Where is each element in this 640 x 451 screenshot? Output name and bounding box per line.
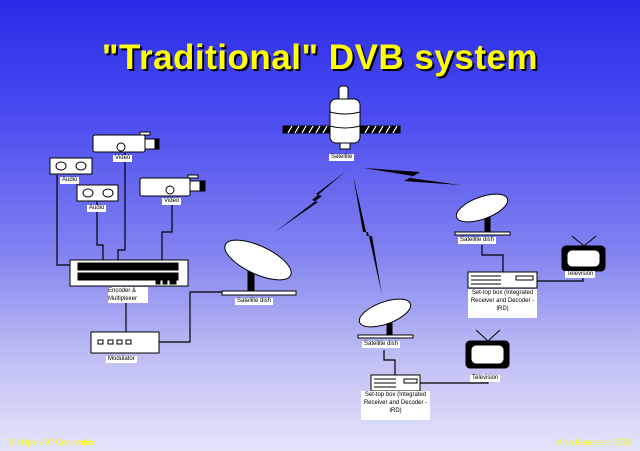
audio-label: Audio — [60, 177, 80, 184]
satellite-dish-label: Satellite dish — [235, 298, 274, 305]
signal-bolts — [275, 168, 460, 295]
footer-event: EurOpen '97 Convention — [9, 438, 97, 447]
footer-author: Alan Kuresevic, SES — [557, 438, 631, 447]
modulator-label: Modulator — [106, 356, 137, 363]
set-top-box-icon — [370, 374, 421, 392]
modulator-icon — [90, 331, 160, 354]
set-top-box-label: Set-top box (Integrated Receiver and Dec… — [468, 289, 537, 318]
signal-bolt-down — [353, 175, 382, 295]
television-icon — [561, 235, 606, 272]
television-label: Television — [470, 375, 501, 382]
satellite-dish-label: Satellite dish — [362, 341, 401, 348]
video-label: Video — [162, 198, 182, 205]
set-top-box-icon — [467, 271, 538, 289]
encoder-multiplexer-icon — [69, 259, 189, 287]
satellite-label: Satellite — [329, 154, 355, 161]
television-icon — [465, 329, 510, 369]
audio-cassette-icon — [76, 184, 119, 202]
video-camera-icon — [139, 174, 206, 197]
television-label: Television — [565, 271, 596, 278]
video-camera-icon — [92, 131, 160, 153]
encoder-label: Encoder & Multiplexer — [108, 287, 148, 303]
satellite-dish-icon — [357, 298, 414, 339]
satellite-dish-icon — [221, 239, 297, 296]
signal-bolt-right — [364, 168, 460, 185]
audio-label: Audio — [87, 205, 107, 212]
satellite-dish-icon — [454, 193, 511, 236]
satellite-icon — [282, 85, 401, 150]
signal-bolt-left — [275, 172, 345, 232]
connection-lines — [56, 153, 584, 384]
audio-cassette-icon — [49, 157, 93, 175]
set-top-box-label: Set-top box (Integrated Receiver and Dec… — [361, 391, 430, 420]
slide-title: "Traditional" DVB system — [101, 38, 539, 77]
satellite-dish-label: Satellite dish — [458, 237, 497, 244]
video-label: Video — [113, 155, 133, 162]
